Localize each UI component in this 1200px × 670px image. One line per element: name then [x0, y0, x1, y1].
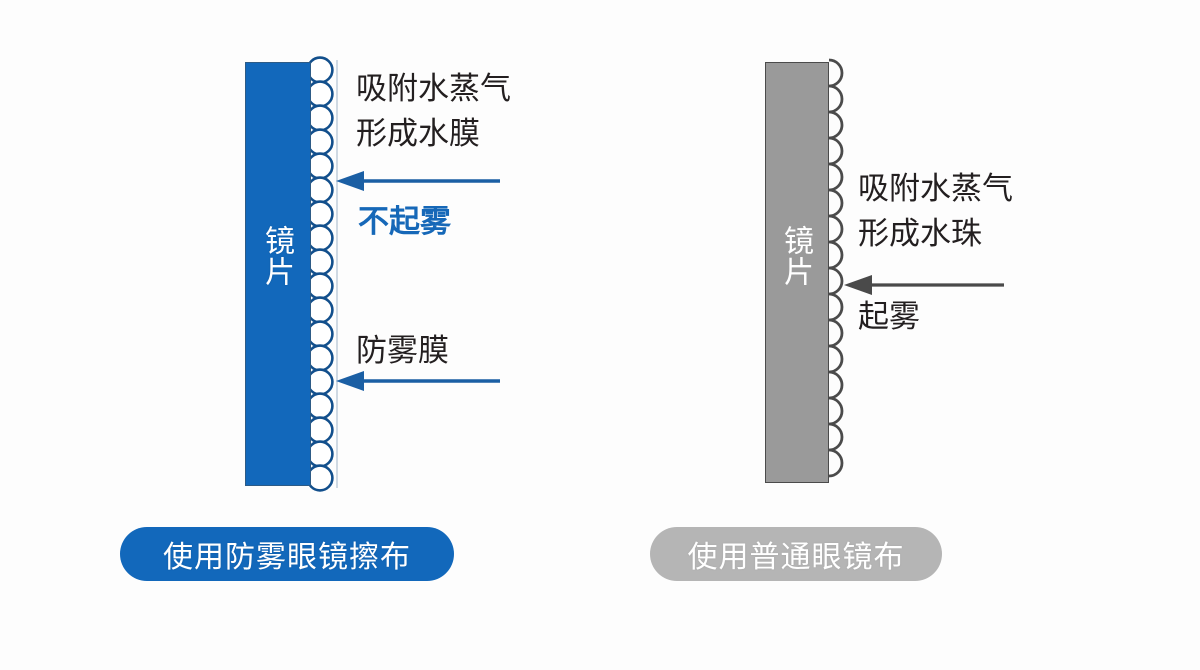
anti-fog-lens-panel: 镜片 吸附水蒸气 形成水膜 不起雾 防雾膜 使用防雾眼镜擦布 — [120, 56, 511, 581]
caption-pill-plain[interactable]: 使用普通眼镜布 — [650, 527, 942, 581]
arrow-coating-left — [336, 371, 500, 391]
note-result-right: 起雾 — [858, 299, 920, 334]
note-absorb-left-line2: 形成水膜 — [356, 116, 480, 151]
lens-label-right: 镜片 — [779, 225, 812, 287]
droplet-scallop-layer — [828, 58, 844, 478]
note-absorb-right-line2: 形成水珠 — [858, 216, 982, 251]
lens-body-plain: 镜片 — [765, 62, 829, 483]
note-absorb-right-line1: 吸附水蒸气 — [858, 171, 1013, 206]
lens-body-anti-fog: 镜片 — [245, 62, 311, 486]
bead-coating-layer — [306, 56, 334, 492]
note-absorb-left: 吸附水蒸气 形成水膜 — [356, 66, 511, 156]
caption-pill-anti-fog[interactable]: 使用防雾眼镜擦布 — [120, 527, 454, 581]
note-coating-left: 防雾膜 — [356, 333, 449, 368]
arrow-absorb-right — [844, 275, 1004, 295]
note-absorb-right: 吸附水蒸气 形成水珠 — [858, 166, 1013, 256]
lens-outer-guide-line — [336, 60, 338, 488]
lens-label-left: 镜片 — [260, 225, 293, 287]
note-absorb-left-line1: 吸附水蒸气 — [356, 71, 511, 106]
plain-lens-panel: 镜片 吸附水蒸气 形成水珠 起雾 使用普通眼镜布 — [600, 0, 1200, 670]
arrow-absorb-left — [336, 171, 500, 191]
note-result-left: 不起雾 — [358, 204, 451, 239]
